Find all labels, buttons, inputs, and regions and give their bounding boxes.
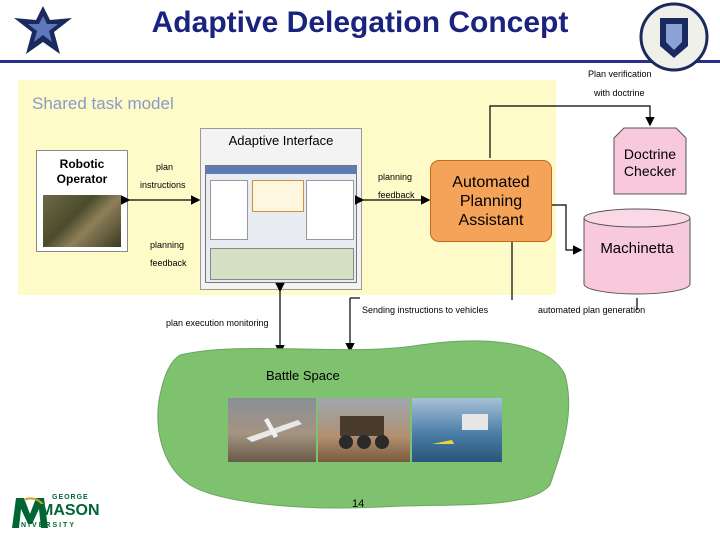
gmu-line1: GEORGE (52, 494, 89, 501)
battle-space-label: Battle Space (266, 368, 340, 383)
gmu-line3: UNIVERSITY (14, 522, 76, 529)
plan-execution-monitoring-label: plan execution monitoring (166, 318, 269, 328)
gmu-line2: MASON (40, 502, 100, 520)
george-mason-logo: GEORGE MASON UNIVERSITY (10, 494, 94, 530)
uav-photo (228, 398, 316, 462)
ugv-photo (318, 398, 410, 462)
sending-instructions-label: Sending instructions to vehicles (362, 305, 488, 315)
usv-photo (412, 398, 502, 462)
automated-plan-generation-label: automated plan generation (538, 305, 645, 315)
page-number: 14 (352, 498, 364, 510)
